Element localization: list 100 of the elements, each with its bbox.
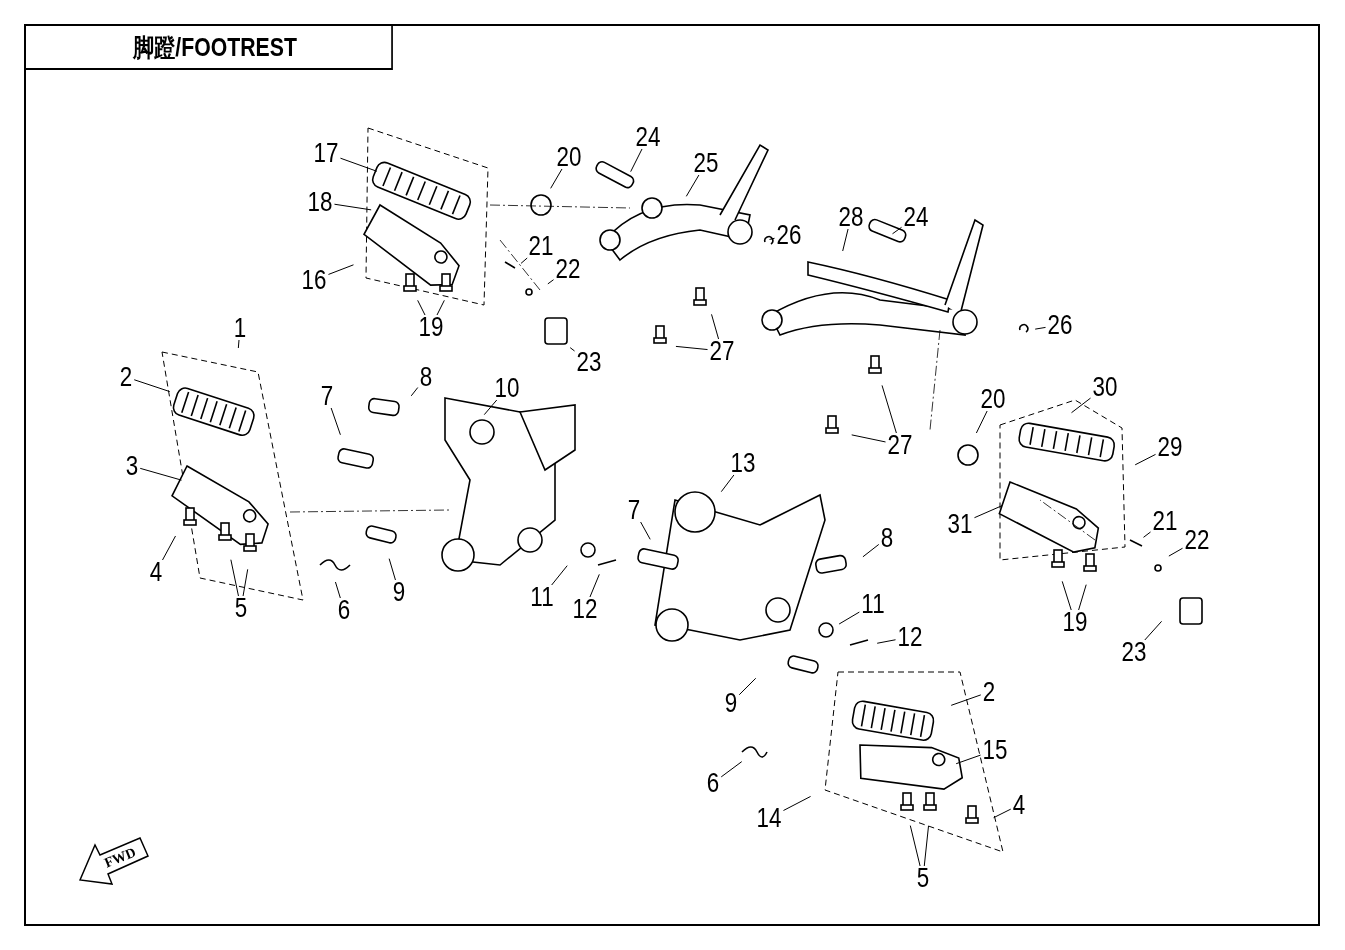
leader-line [410, 387, 419, 397]
callout-number: 9 [392, 578, 406, 606]
callout-number: 20 [980, 385, 1006, 413]
leader-line [955, 754, 982, 765]
leader-line [769, 237, 776, 240]
leader-line [388, 558, 396, 581]
callout-number: 3 [125, 452, 139, 480]
callout-number: 11 [530, 583, 554, 611]
callout-number: 26 [776, 221, 802, 249]
callout-number: 21 [1152, 507, 1178, 535]
callout-number: 2 [982, 678, 996, 706]
callout-number: 16 [301, 266, 327, 294]
leader-line [230, 559, 239, 597]
leader-line [685, 174, 700, 197]
callout-number: 19 [418, 313, 444, 341]
leader-line [892, 226, 903, 235]
callout-number: 17 [313, 139, 339, 167]
callout-number: 29 [1157, 433, 1183, 461]
leader-line [569, 347, 576, 352]
leader-line [547, 279, 555, 285]
leader-line [993, 808, 1012, 819]
callout-number: 1 [233, 314, 247, 342]
callout-number: 10 [494, 374, 520, 402]
callout-number: 12 [572, 595, 598, 623]
leader-line [923, 825, 929, 867]
direction-label: FWD [102, 844, 139, 872]
callout-number: 27 [709, 337, 735, 365]
leader-line [975, 410, 988, 434]
leader-line [876, 639, 897, 644]
callout-number: 9 [724, 689, 738, 717]
callout-number: 24 [635, 123, 661, 151]
callout-number: 25 [693, 149, 719, 177]
leader-line [782, 795, 812, 811]
callout-number: 18 [307, 188, 333, 216]
callout-number: 5 [916, 864, 930, 892]
callout-number: 27 [887, 431, 913, 459]
leader-line [520, 257, 528, 264]
callout-number: 4 [149, 558, 163, 586]
callout-number: 14 [756, 804, 782, 832]
leader-line [417, 299, 426, 316]
callout-number: 7 [627, 496, 641, 524]
callout-number: 6 [706, 769, 720, 797]
leader-line [551, 565, 568, 586]
leader-line [842, 228, 849, 252]
leader-line [589, 573, 600, 598]
callout-number: 5 [234, 594, 248, 622]
leader-line [1071, 397, 1092, 414]
callout-number: 12 [897, 623, 923, 651]
leader-line [711, 313, 720, 340]
callout-number: 19 [1062, 608, 1088, 636]
callout-number: 23 [576, 348, 602, 376]
callout-number: 24 [903, 203, 929, 231]
callout-number: 20 [556, 143, 582, 171]
leader-line [330, 407, 341, 436]
leader-line [973, 505, 1003, 519]
leader-line [720, 761, 743, 778]
callout-number: 7 [320, 382, 334, 410]
callout-number: 22 [555, 255, 581, 283]
leader-line [862, 543, 880, 558]
callout-number: 26 [1047, 311, 1073, 339]
leader-line [1144, 620, 1163, 641]
leader-line [1061, 580, 1072, 611]
leader-line [1143, 531, 1152, 538]
callout-number: 6 [337, 596, 351, 624]
callout-number: 11 [861, 590, 885, 618]
callout-number: 2 [119, 363, 133, 391]
leader-line [630, 148, 643, 173]
leader-line [339, 157, 378, 172]
leader-line [1168, 547, 1184, 557]
leader-line [1034, 326, 1047, 330]
leader-line [640, 521, 651, 540]
leader-line [162, 535, 176, 561]
callout-number: 31 [947, 510, 973, 538]
callout-number: 8 [880, 524, 894, 552]
leader-line [675, 345, 709, 351]
leader-line [237, 339, 240, 349]
leader-line [333, 203, 372, 211]
leader-line [881, 384, 897, 434]
leader-line [327, 264, 354, 275]
leader-line [720, 474, 735, 493]
leader-line [738, 677, 757, 696]
callout-number: 8 [419, 363, 433, 391]
leader-line [334, 581, 341, 599]
callout-number: 22 [1184, 526, 1210, 554]
leader-line [838, 611, 860, 625]
leader-line [909, 825, 921, 867]
callout-number: 23 [1121, 638, 1147, 666]
callout-number: 30 [1092, 373, 1118, 401]
leader-line [483, 399, 498, 416]
callout-number: 13 [730, 449, 756, 477]
leader-line [550, 168, 563, 189]
leader-line [1078, 584, 1087, 611]
leader-line [851, 434, 887, 443]
leader-line [950, 694, 982, 706]
callout-number: 21 [528, 232, 554, 260]
leader-line [242, 568, 249, 597]
callout-number: 4 [1012, 791, 1026, 819]
callout-number: 28 [838, 203, 864, 231]
leader-line [1134, 453, 1157, 466]
callout-number: 15 [982, 736, 1008, 764]
